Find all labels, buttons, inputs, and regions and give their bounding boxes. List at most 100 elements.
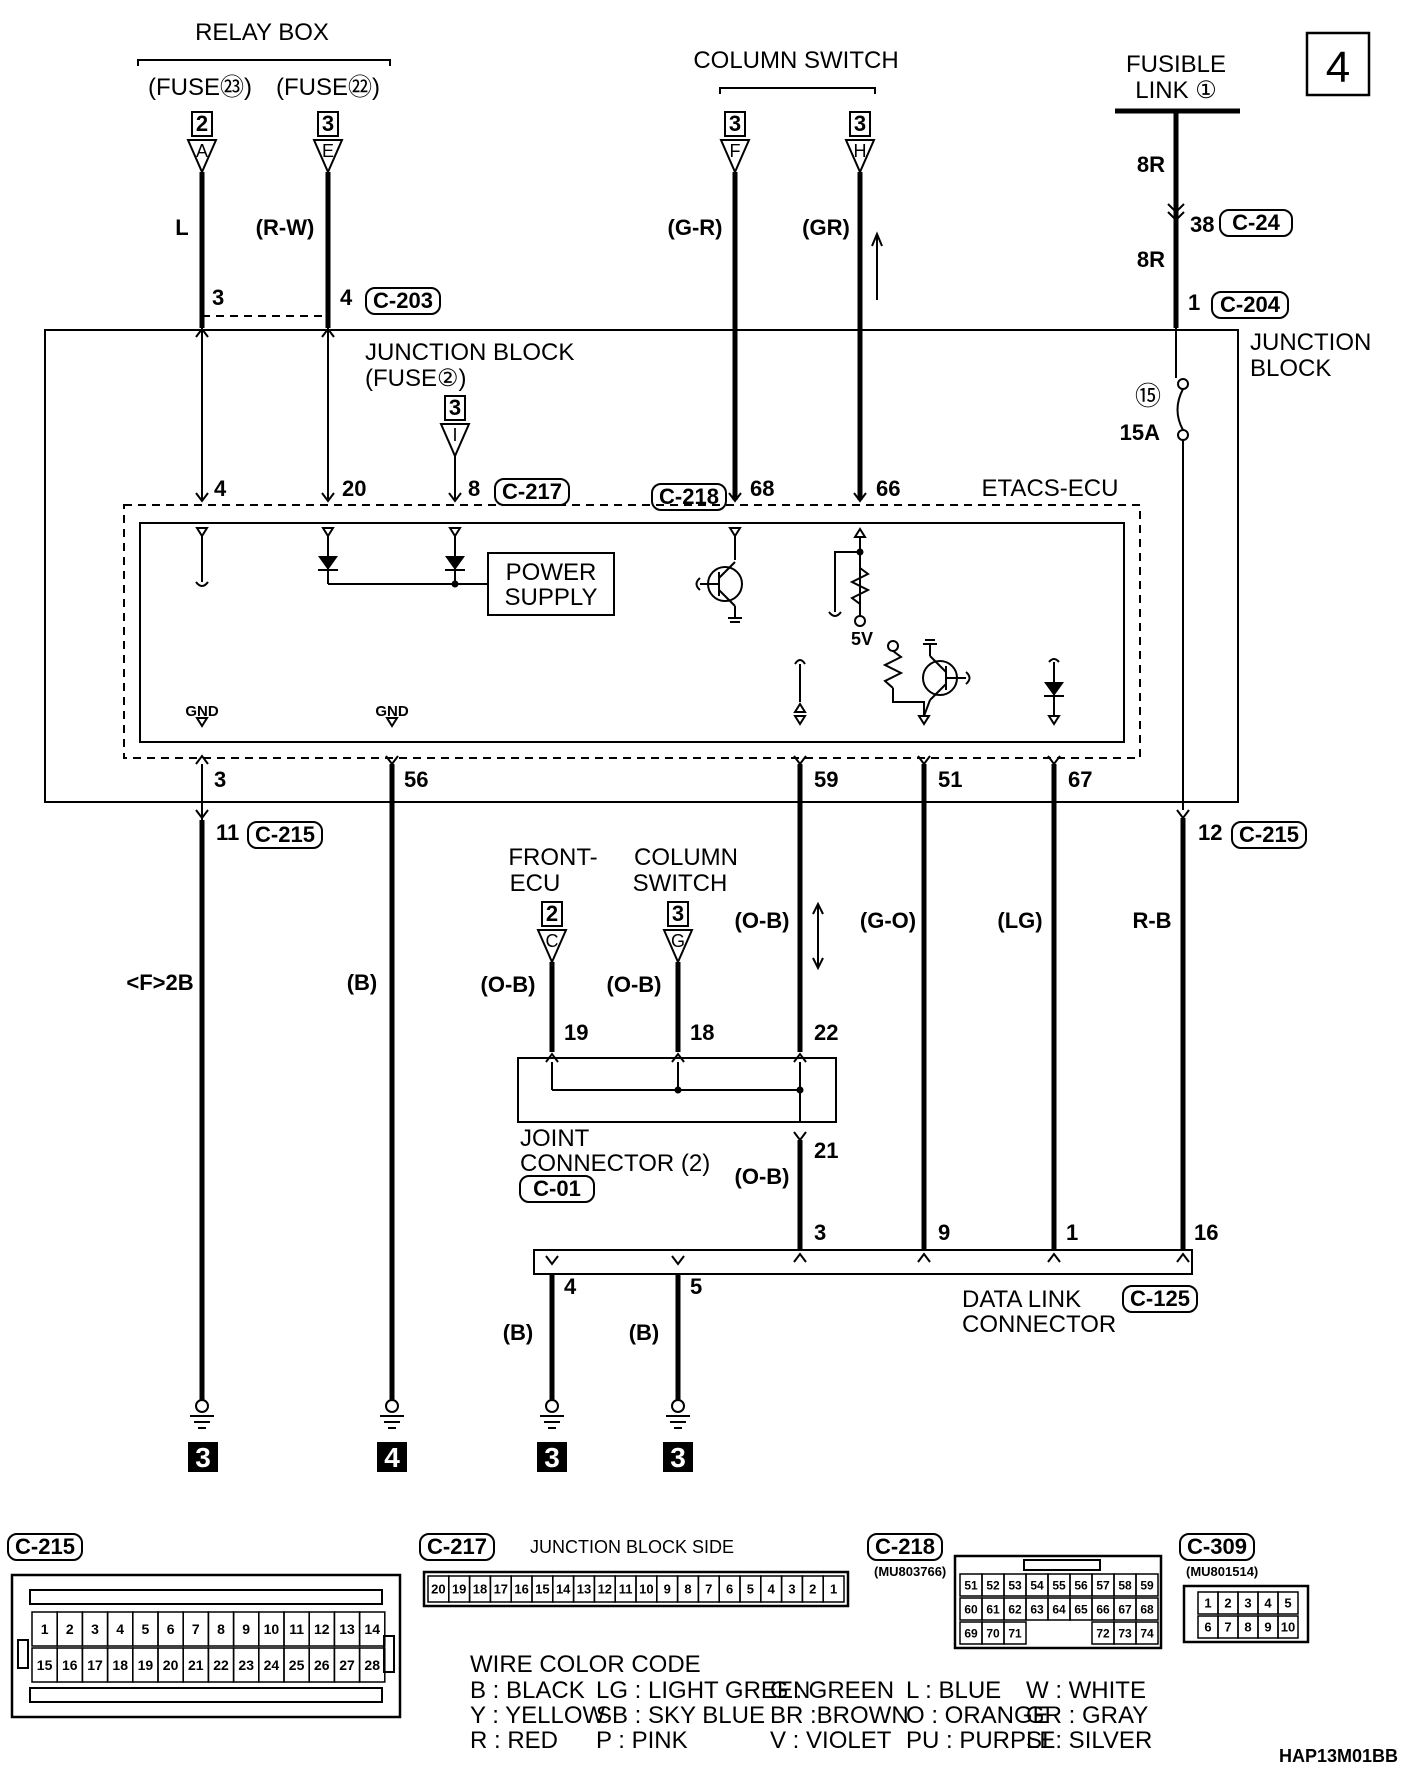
wire-color-code-entry: Y : YELLOW	[470, 1702, 606, 1729]
connector-pin-number: 9	[664, 1582, 671, 1597]
wire-color-o-b-59: (O-B)	[735, 908, 790, 933]
pin-66: 66	[876, 476, 900, 501]
connector-pin-number: 4	[1264, 1596, 1272, 1611]
fuse15-rating: 15A	[1120, 420, 1160, 445]
connector-pin-number: 19	[452, 1582, 466, 1597]
junction-block-fuse-line2: (FUSE②)	[365, 365, 467, 392]
ground-symbol-1: 3	[188, 1399, 218, 1473]
pin-3-gnd: 3	[214, 767, 226, 792]
column-switch-bracket	[719, 87, 876, 94]
connector-pin-number: 22	[213, 1657, 229, 1673]
pin-11: 11	[216, 820, 239, 845]
c309-view-label-box	[1179, 1533, 1255, 1561]
connector-pin-number: 11	[619, 1582, 633, 1597]
svg-text:4: 4	[384, 1442, 400, 1473]
wire-color-gr: (GR)	[802, 215, 850, 240]
connector-pin-number: 7	[1224, 1620, 1231, 1635]
column-switch2-line2: SWITCH	[633, 870, 728, 897]
c215-label-right: C-215	[1239, 822, 1299, 847]
svg-text:3: 3	[322, 111, 334, 136]
pin-19: 19	[564, 1020, 588, 1045]
power-supply-line1: POWER	[506, 559, 597, 586]
connector-pin-number: 53	[1008, 1578, 1022, 1592]
wire-color-code-title: WIRE COLOR CODE	[470, 1651, 701, 1678]
pin-dlc-9: 9	[938, 1220, 950, 1245]
connector-pin-number: 58	[1118, 1578, 1132, 1592]
wire-color-lg: (LG)	[997, 908, 1042, 933]
junction-block-fuse-line1: JUNCTION BLOCK	[365, 339, 574, 366]
svg-text:3: 3	[729, 111, 741, 136]
wire-color-code-entry: PU : PURPLE	[906, 1727, 1055, 1754]
source-marker-relay-e: 3 E	[312, 111, 344, 175]
fuse23-label: (FUSE㉓)	[148, 74, 252, 101]
connector-pin-number: 72	[1096, 1626, 1110, 1640]
wire-color-code-entry: LG : LIGHT GREEN	[596, 1677, 810, 1704]
connector-pin-number: 18	[473, 1582, 487, 1597]
connector-pin-number: 57	[1096, 1578, 1110, 1592]
c203-label-box	[365, 287, 441, 315]
connector-pin-number: 66	[1096, 1602, 1110, 1616]
connector-pin-number: 12	[314, 1621, 330, 1637]
etacs-ecu-label: ETACS-ECU	[982, 475, 1119, 502]
pin-8: 8	[468, 476, 480, 501]
c125-label-box	[1122, 1285, 1198, 1313]
wire-color-g-r: (G-R)	[668, 215, 723, 240]
gnd-label-2: GND	[375, 703, 409, 720]
page-number-box	[1305, 31, 1371, 97]
connector-pin-number: 14	[364, 1621, 380, 1637]
wire-color-g-o: (G-O)	[860, 908, 916, 933]
c217-view-body	[422, 1570, 850, 1608]
source-marker-column-f: 3 F	[719, 111, 751, 175]
connector-pin-number: 14	[556, 1582, 571, 1597]
source-marker-relay-a: 2 A	[186, 111, 218, 175]
c217-view-caption: JUNCTION BLOCK SIDE	[530, 1537, 734, 1557]
page-number: 4	[1326, 43, 1350, 92]
connector-pin-number: 10	[1281, 1620, 1295, 1635]
c204-label: C-204	[1220, 292, 1281, 317]
connector-pin-number: 63	[1030, 1602, 1044, 1616]
connector-pin-cell	[1277, 1615, 1299, 1639]
joint-connector-box	[517, 1057, 837, 1123]
connector-pin-cell	[358, 1611, 386, 1647]
connector-pin-cell	[822, 1575, 845, 1603]
junction-block-right-line1: JUNCTION	[1250, 329, 1371, 356]
c215-view-label-box	[7, 1533, 83, 1561]
c01-label: C-01	[533, 1176, 581, 1201]
c217-view-label-box	[419, 1533, 495, 1561]
label-5v: 5V	[851, 629, 873, 649]
junction-block-box	[44, 329, 1239, 803]
connector-pin-number: 3	[1244, 1596, 1251, 1611]
connector-pin-number: 4	[116, 1621, 124, 1637]
connector-pin-number: 17	[494, 1582, 508, 1597]
wire-color-code-entry: GR : GRAY	[1026, 1702, 1148, 1729]
connector-pin-number: 1	[830, 1582, 837, 1597]
pin-18: 18	[690, 1020, 714, 1045]
power-supply-box	[487, 552, 615, 616]
source-marker-junction-i: 3 I	[439, 395, 471, 459]
connector-pin-number: 26	[314, 1657, 330, 1673]
connector-pin-number: 23	[238, 1657, 254, 1673]
pin-12: 12	[1198, 820, 1222, 845]
connector-pin-number: 8	[217, 1621, 225, 1637]
svg-text:3: 3	[544, 1442, 560, 1473]
pin-21: 21	[814, 1138, 838, 1163]
diode-pin-8	[445, 556, 465, 570]
c01-label-box	[519, 1175, 595, 1203]
connector-pin-number: 4	[768, 1582, 776, 1597]
c218-label-box	[651, 483, 727, 511]
wire-color-code-entry: V : VIOLET	[770, 1727, 892, 1754]
connector-pin-number: 16	[514, 1582, 528, 1597]
svg-text:F: F	[730, 141, 741, 161]
c24-label-box	[1219, 209, 1293, 237]
connector-pin-number: 6	[167, 1621, 175, 1637]
connector-pin-cell	[1277, 1591, 1299, 1615]
pin-22: 22	[814, 1020, 838, 1045]
gnd-label-1: GND	[185, 703, 219, 720]
svg-text:3: 3	[670, 1442, 686, 1473]
column-switch2-line1: COLUMN	[634, 844, 738, 871]
svg-text:3: 3	[449, 395, 461, 420]
figure-code: HAP13M01BB	[1279, 1746, 1398, 1766]
connector-pin-number: 64	[1052, 1602, 1066, 1616]
source-marker-column-switch-g: 3 G	[662, 901, 694, 965]
